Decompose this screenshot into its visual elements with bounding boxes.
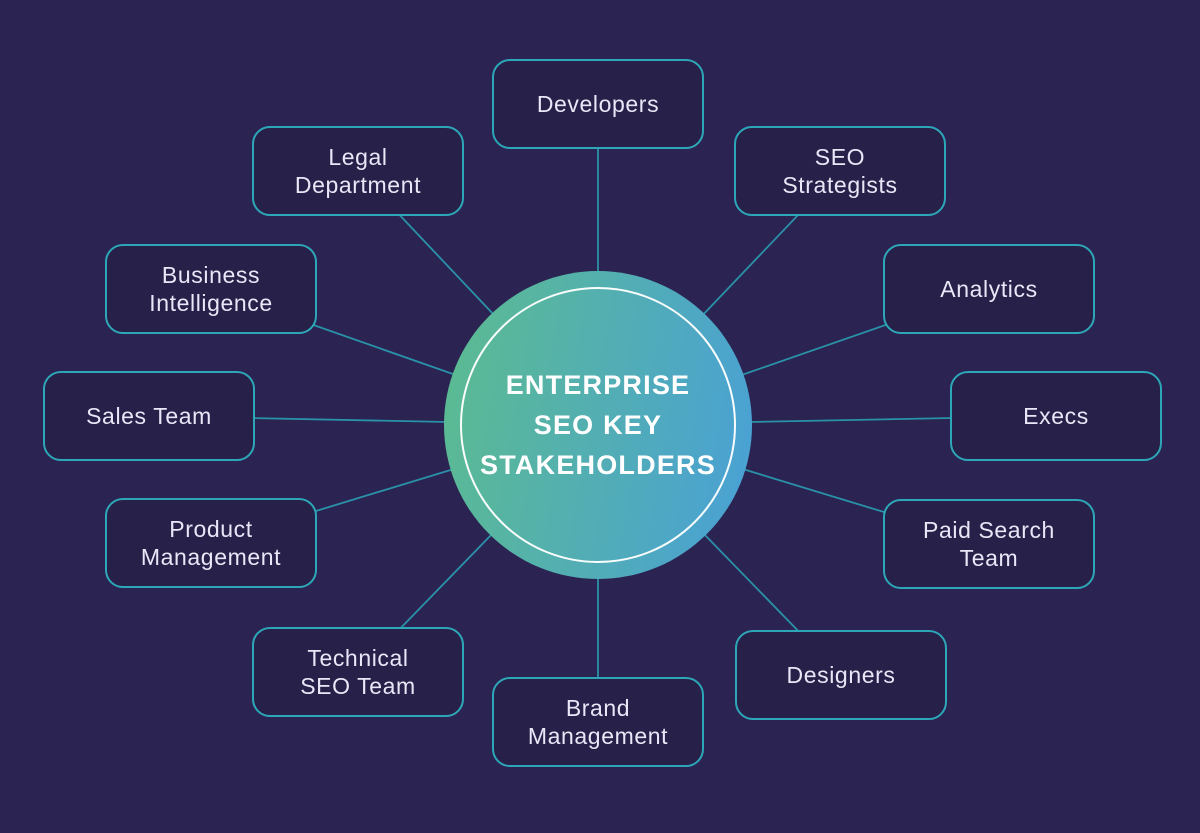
node-sales-team-label: Sales Team [86,403,212,429]
node-product-management: Product Management [105,498,317,588]
node-brand-management-label: Brand Management [527,695,669,749]
central-circle: ENTERPRISE SEO KEY STAKEHOLDERS [444,271,752,579]
node-brand-management: Brand Management [492,677,704,767]
node-seo-strategists-label: SEO Strategists [782,144,898,198]
node-analytics: Analytics [883,244,1095,334]
node-developers-label: Developers [536,91,660,117]
node-paid-search-team-label: Paid Search Team [923,517,1055,571]
node-execs-label: Execs [1023,403,1089,429]
node-business-intelligence: Business Intelligence [105,244,317,334]
node-sales-team: Sales Team [43,371,255,461]
node-technical-seo-team-label: Technical SEO Team [300,645,416,699]
node-legal-department-label: Legal Department [294,144,422,198]
node-designers: Designers [735,630,947,720]
node-business-intelligence-label: Business Intelligence [149,262,273,316]
node-designers-label: Designers [786,662,896,688]
node-seo-strategists: SEO Strategists [734,126,946,216]
diagram-title: ENTERPRISE SEO KEY STAKEHOLDERS [480,370,716,480]
node-analytics-label: Analytics [940,276,1038,302]
node-technical-seo-team: Technical SEO Team [252,627,464,717]
node-developers: Developers [492,59,704,149]
node-product-management-label: Product Management [140,516,282,570]
node-paid-search-team: Paid Search Team [883,499,1095,589]
node-legal-department: Legal Department [252,126,464,216]
node-execs: Execs [950,371,1162,461]
